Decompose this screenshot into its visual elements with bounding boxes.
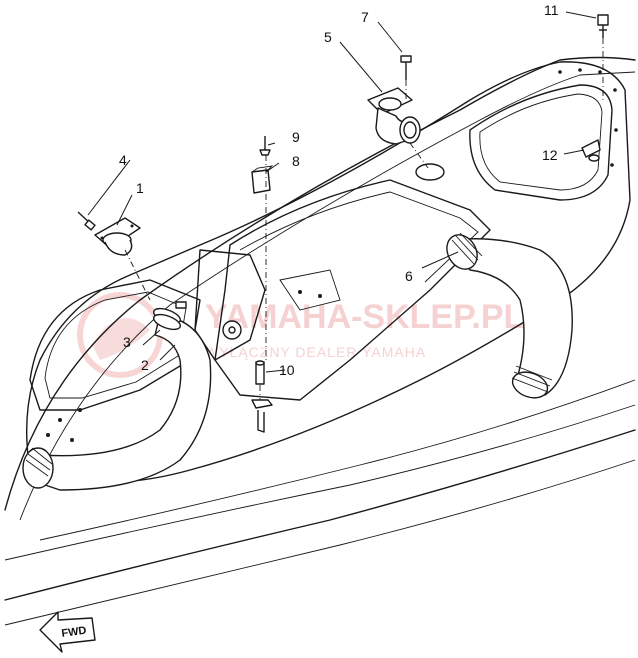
callout-4: 4 — [119, 152, 127, 168]
callout-5: 5 — [324, 29, 332, 45]
callout-2: 2 — [141, 357, 149, 373]
part-12-clip — [581, 139, 601, 162]
part-5-front-duct-fitting — [367, 87, 421, 145]
watermark-tagline: WYŁĄCZNY DEALER YAMAHA — [205, 344, 426, 360]
hull — [4, 56, 636, 626]
callout-8: 8 — [292, 153, 300, 169]
callouts: 1 2 3 4 5 6 7 8 9 10 11 12 — [119, 2, 559, 378]
callout-3: 3 — [123, 334, 131, 350]
part-7-bolt — [400, 55, 412, 80]
callout-10: 10 — [279, 362, 295, 378]
forward-label: FWD — [61, 625, 88, 640]
watermark: YAMAHA-SKLEP.PL WYŁĄCZNY DEALER YAMAHA — [77, 292, 524, 378]
part-6-front-duct-hose — [446, 232, 573, 399]
callout-6: 6 — [405, 268, 413, 284]
watermark-brand: YAMAHA-SKLEP.PL — [205, 298, 524, 336]
rear-cockpit — [29, 279, 201, 442]
part-4-screw — [77, 211, 96, 231]
callout-1: 1 — [136, 180, 144, 196]
part-1-rear-duct-fitting — [94, 217, 141, 256]
part-8-grommet — [251, 165, 274, 194]
callout-7: 7 — [361, 9, 369, 25]
part-9-screw — [259, 136, 271, 156]
callout-9: 9 — [292, 129, 300, 145]
part-3-hose-clamp — [152, 301, 187, 331]
callout-11: 11 — [544, 2, 559, 18]
forward-arrow-icon — [39, 611, 96, 653]
front-hatch-recess — [469, 68, 618, 201]
part-10-drain-fitting — [251, 360, 273, 433]
callout-12: 12 — [542, 147, 558, 163]
part-2-rear-duct-hose — [22, 314, 212, 491]
engine-compartment — [194, 163, 491, 401]
forward-arrow: FWD — [39, 611, 96, 653]
leader-lines — [87, 11, 604, 400]
part-11-bolt — [597, 14, 609, 38]
